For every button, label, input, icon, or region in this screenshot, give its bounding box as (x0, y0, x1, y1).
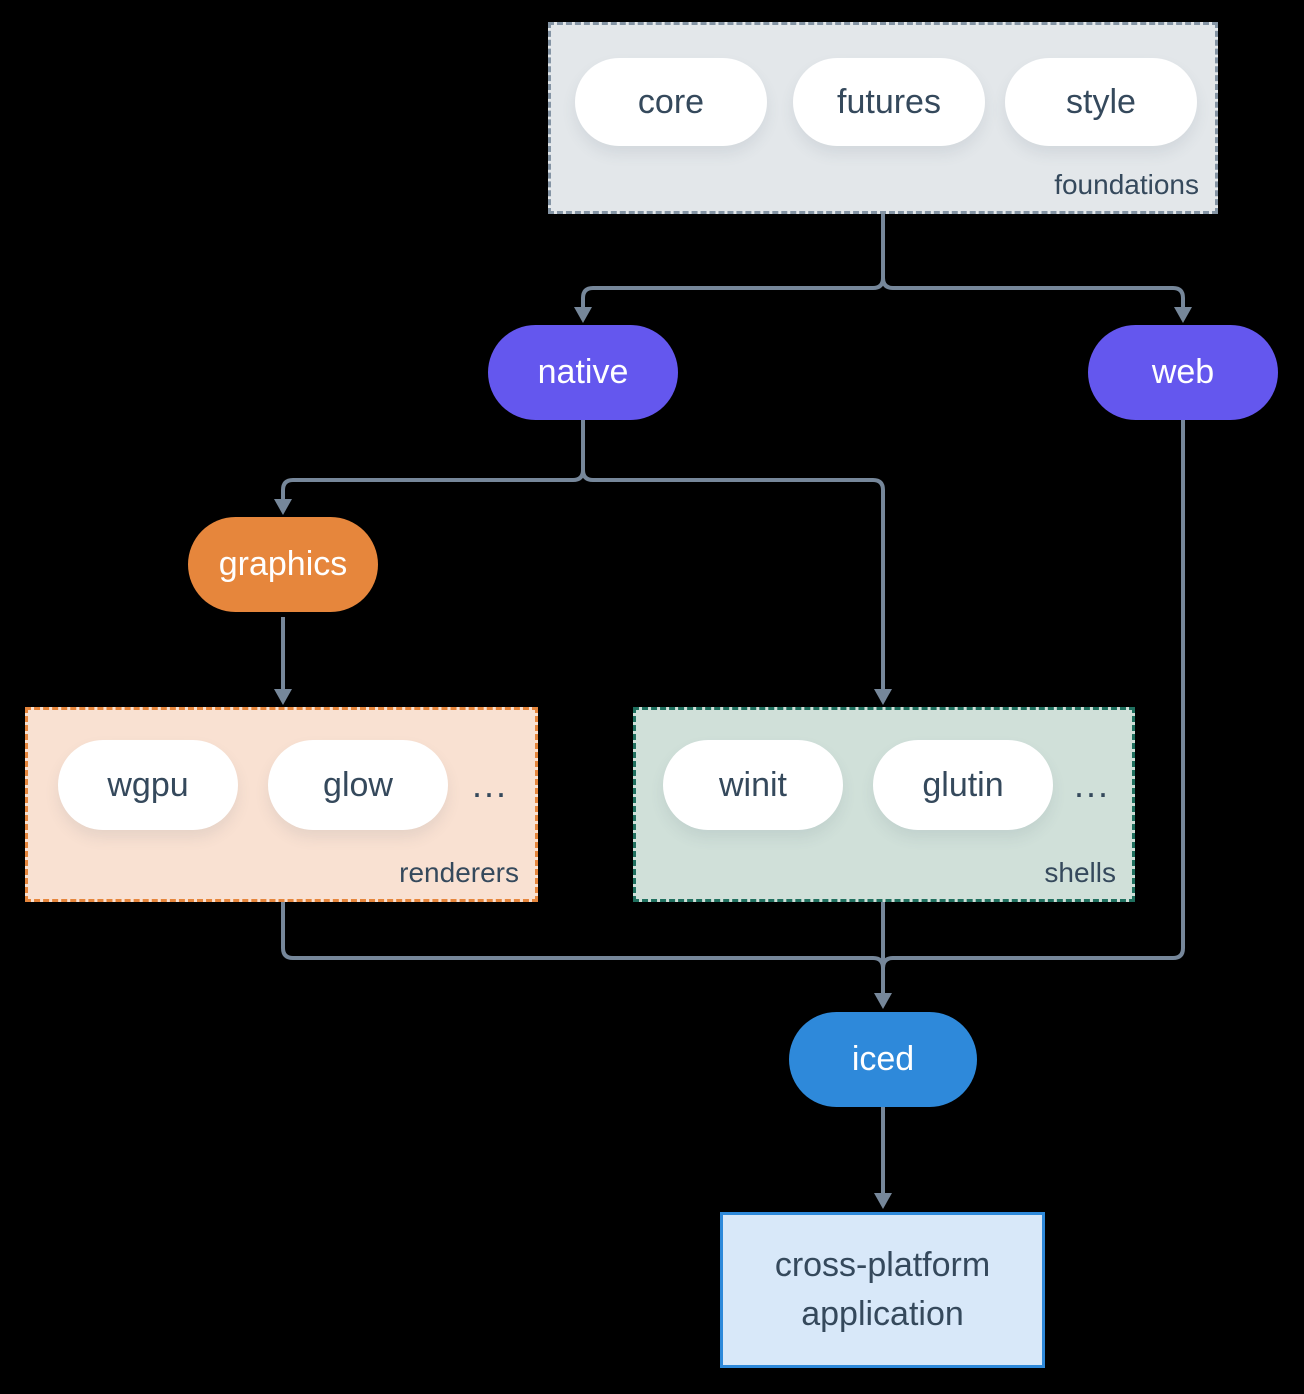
group-shells: winit glutin ... shells (633, 707, 1135, 902)
node-futures: futures (793, 58, 985, 146)
renderers-ellipsis: ... (472, 764, 509, 805)
edge-renderers-iced (281, 902, 885, 993)
arrowhead-web (1174, 307, 1192, 323)
edge-foundations-web (881, 214, 1185, 307)
node-cross-platform-application: cross-platform application (720, 1212, 1045, 1368)
arrowhead-shells (874, 689, 892, 705)
group-renderers: wgpu glow ... renderers (25, 707, 538, 902)
node-glow: glow (268, 740, 448, 830)
node-core: core (575, 58, 767, 146)
edge-native-graphics (281, 420, 585, 499)
shells-ellipsis: ... (1074, 764, 1111, 805)
group-foundations: core futures style foundations (548, 22, 1218, 214)
node-glutin: glutin (873, 740, 1053, 830)
edge-foundations-native (581, 214, 885, 307)
arrowhead-application (874, 1193, 892, 1209)
arrowhead-graphics (274, 499, 292, 515)
node-iced: iced (789, 1012, 977, 1107)
node-wgpu: wgpu (58, 740, 238, 830)
group-renderers-label: renderers (399, 857, 519, 888)
node-native: native (488, 325, 678, 420)
node-web: web (1088, 325, 1278, 420)
node-style: style (1005, 58, 1197, 146)
group-shells-label: shells (1044, 857, 1116, 888)
group-foundations-label: foundations (1054, 169, 1199, 200)
node-winit: winit (663, 740, 843, 830)
node-graphics: graphics (188, 517, 378, 612)
edge-native-shells (581, 420, 885, 689)
arrowhead-iced (874, 993, 892, 1009)
edge-web-iced (881, 420, 1185, 993)
arrowhead-native (574, 307, 592, 323)
arrowhead-renderers (274, 689, 292, 705)
